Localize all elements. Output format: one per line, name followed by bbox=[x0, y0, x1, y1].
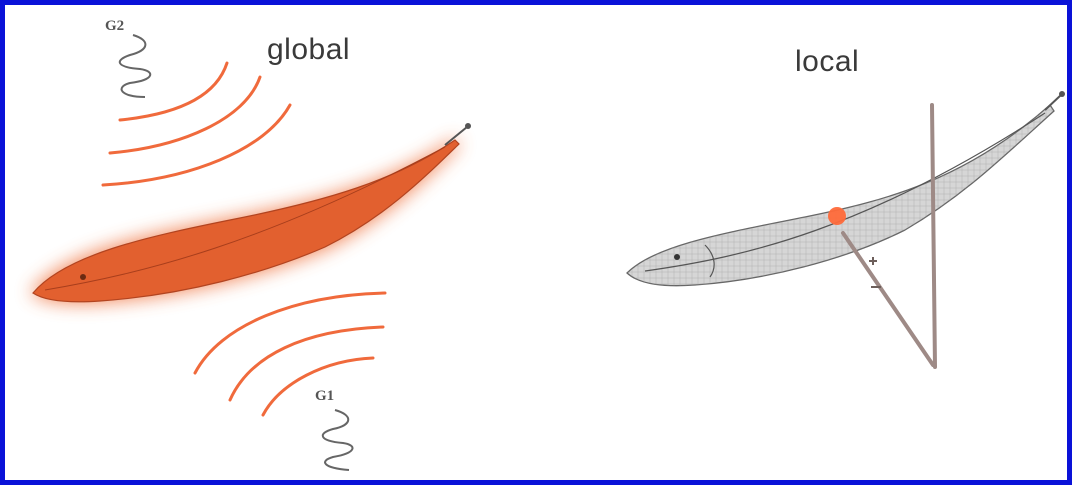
g1-coil-icon bbox=[323, 410, 353, 470]
local-label: local bbox=[795, 45, 859, 79]
g2-coil-icon bbox=[120, 35, 150, 97]
diagram-canvas bbox=[5, 5, 1067, 480]
g2-label: G2 bbox=[105, 18, 124, 35]
local-stimulus-dot bbox=[828, 207, 846, 225]
global-fish-icon bbox=[30, 123, 471, 304]
lower-field-waves bbox=[195, 293, 385, 415]
global-label: global bbox=[267, 33, 350, 67]
local-fish-icon bbox=[627, 91, 1065, 286]
g1-label: G1 bbox=[315, 388, 334, 405]
upper-field-waves bbox=[103, 63, 290, 185]
